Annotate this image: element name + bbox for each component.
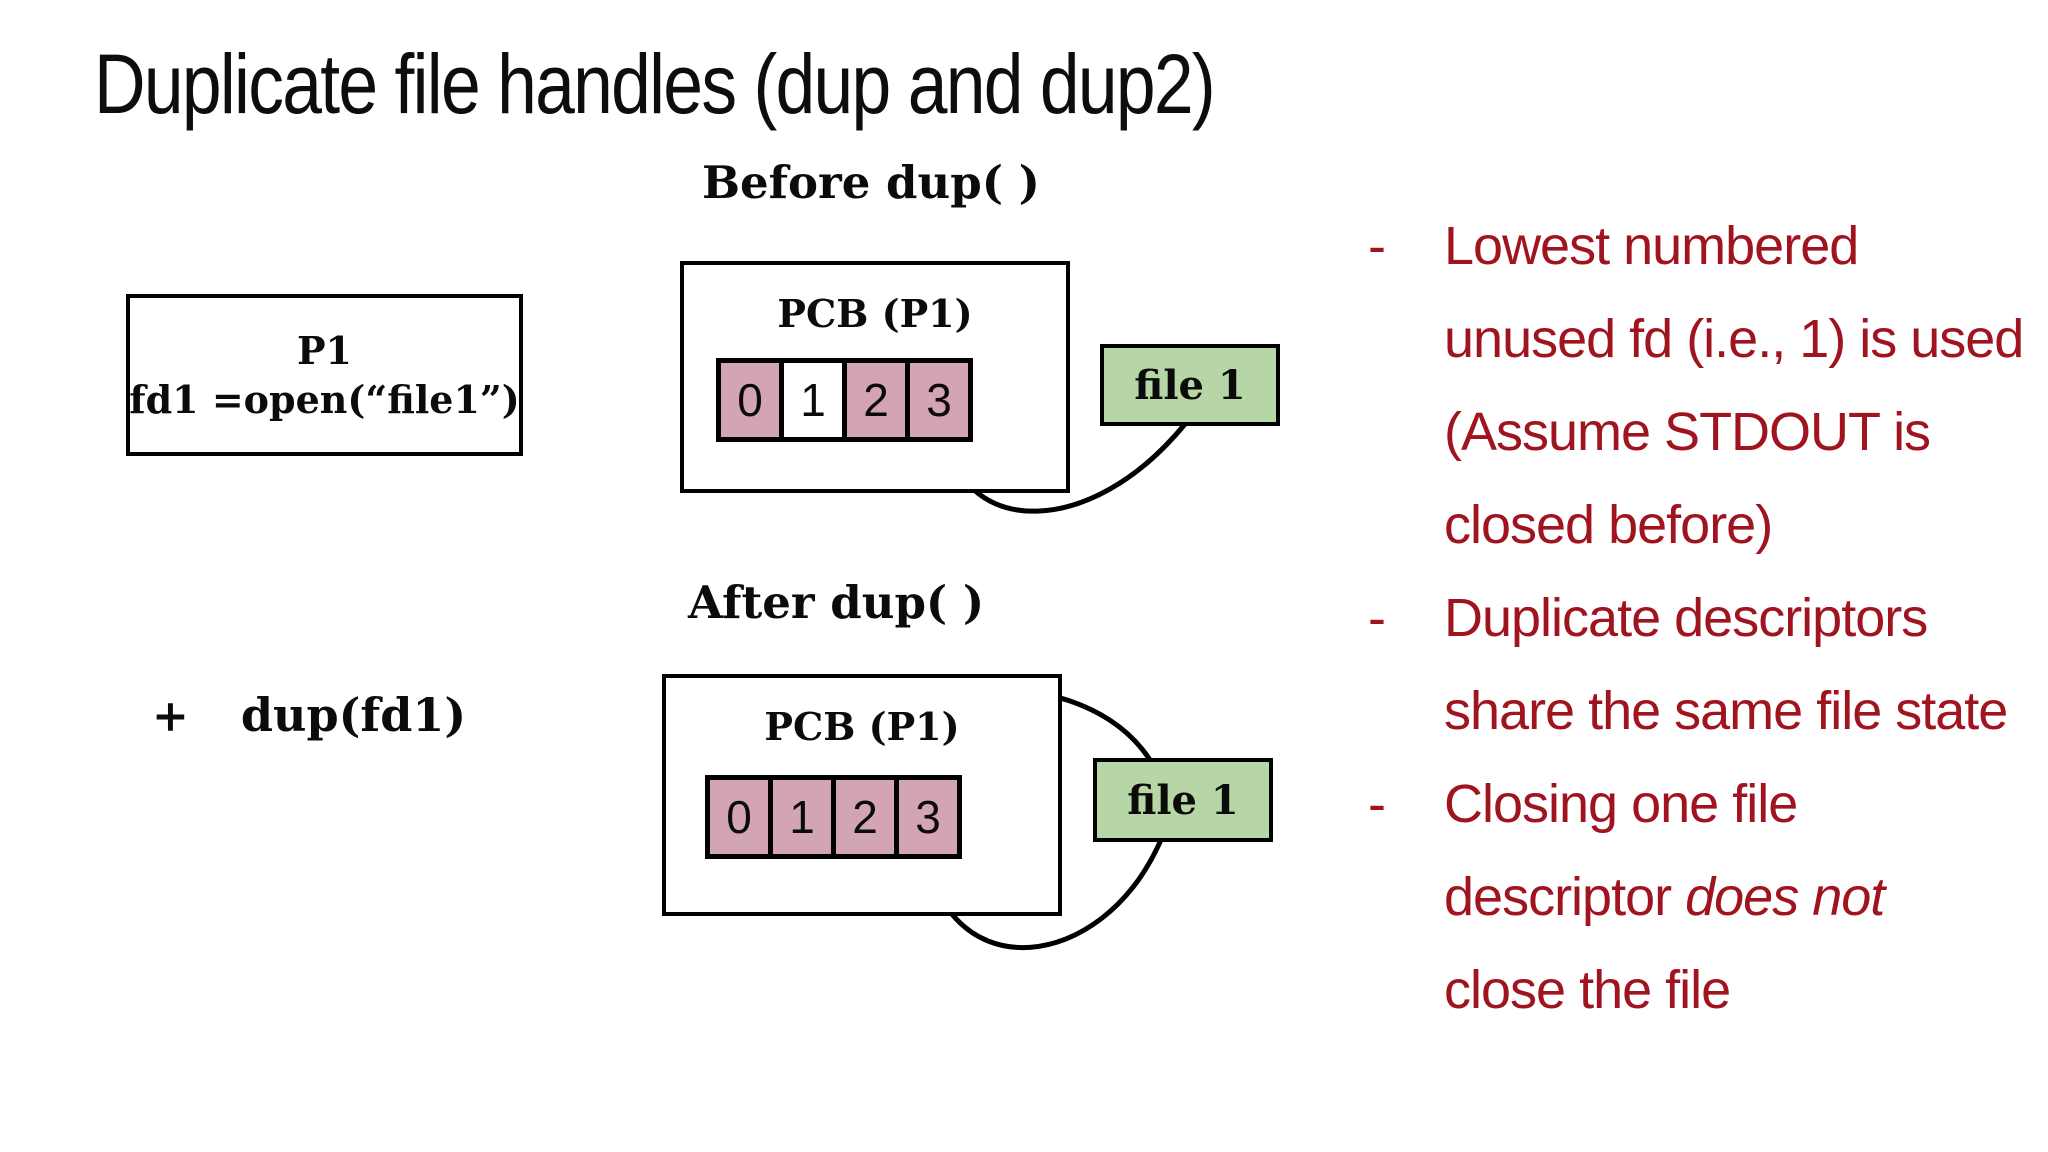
note-text-segment: descriptor xyxy=(1444,867,1686,927)
dup-call-code: dup(fd1) xyxy=(240,688,467,742)
pcb-after-label: PCB (P1) xyxy=(764,704,960,749)
note-text-segment-italic: does not xyxy=(1685,867,1885,927)
pcb-before-box: PCB (P1) 0 1 2 3 xyxy=(680,261,1070,493)
after-heading: After dup( ) xyxy=(688,576,985,629)
fd-cell-2-label: 2 xyxy=(863,374,889,426)
fd-cell-3: 3 xyxy=(894,775,962,859)
note-text-line: descriptor does not xyxy=(1444,851,1885,944)
pcb-after-box: PCB (P1) 0 1 2 3 xyxy=(662,674,1062,916)
fd-cell-1-label: 1 xyxy=(789,791,815,843)
before-heading: Before dup( ) xyxy=(702,156,1040,209)
fd-cell-1: 1 xyxy=(768,775,836,859)
file1-after-box: file 1 xyxy=(1093,758,1273,842)
dash-bullet: - xyxy=(1368,774,1386,834)
fd-cell-1: 1 xyxy=(779,358,847,442)
fd-cell-0: 0 xyxy=(716,358,784,442)
file1-before-box: file 1 xyxy=(1100,344,1280,426)
fd-cell-2: 2 xyxy=(831,775,899,859)
fd-cell-2-label: 2 xyxy=(852,791,878,843)
fd-table-before: 0 1 2 3 xyxy=(716,358,973,442)
fd-cell-3: 3 xyxy=(905,358,973,442)
p1-label: P1 xyxy=(296,328,352,373)
note-text-line: closed before) xyxy=(1444,495,1773,555)
fd-cell-3-label: 3 xyxy=(915,791,941,843)
fd-cell-0: 0 xyxy=(705,775,773,859)
fd-cell-0-label: 0 xyxy=(737,374,763,426)
slide-title: Duplicate file handles (dup and dup2) xyxy=(94,37,1216,131)
fd-cell-0-label: 0 xyxy=(726,791,752,843)
fd-cell-2: 2 xyxy=(842,358,910,442)
note-text-line: (Assume STDOUT is xyxy=(1444,402,1931,462)
notes-list: - Lowest numbered unused fd (i.e., 1) is… xyxy=(1368,200,2024,1037)
p1-open-call: fd1 =open(“file1”) xyxy=(129,377,520,422)
fd-table-after: 0 1 2 3 xyxy=(705,775,962,859)
note-item: - Closing one file descriptor does not c… xyxy=(1368,758,2023,1037)
note-text-line: close the file xyxy=(1444,960,1731,1020)
dash-bullet: - xyxy=(1368,588,1386,648)
note-text-line: share the same file state xyxy=(1444,681,2008,741)
fd-cell-1-label: 1 xyxy=(800,374,826,426)
note-text-line: Closing one file xyxy=(1444,774,1798,834)
fd-cell-3-label: 3 xyxy=(926,374,952,426)
note-text-line: Lowest numbered xyxy=(1444,216,1859,276)
note-text-line: unused fd (i.e., 1) is used xyxy=(1444,309,2024,369)
plus-bullet: + xyxy=(152,691,189,742)
note-text-line: Duplicate descriptors xyxy=(1444,588,1928,648)
note-item: - Lowest numbered unused fd (i.e., 1) is… xyxy=(1368,200,2024,572)
dup-call: + dup(fd1) xyxy=(152,688,466,742)
pcb-before-label: PCB (P1) xyxy=(777,291,973,336)
note-item: - Duplicate descriptors share the same f… xyxy=(1368,572,2023,758)
process-p1-box: P1 fd1 =open(“file1”) xyxy=(126,294,523,456)
dash-bullet: - xyxy=(1368,216,1386,276)
